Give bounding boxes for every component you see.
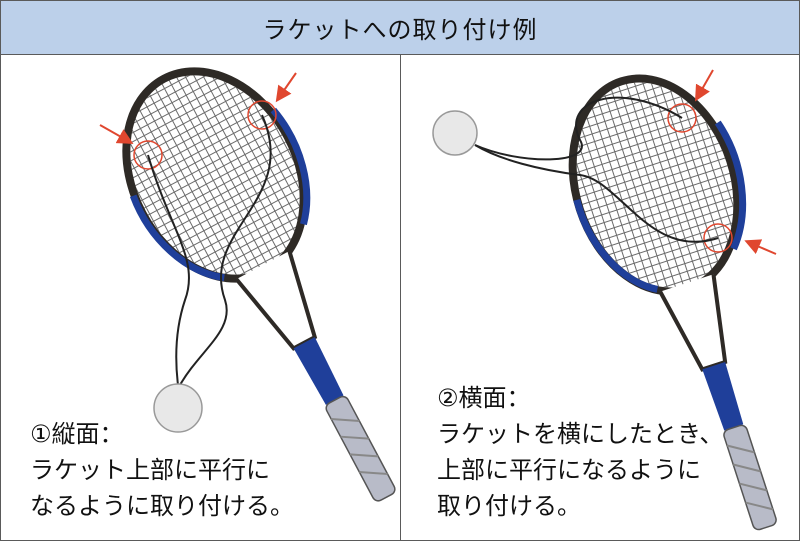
right-string-bed bbox=[576, 82, 734, 288]
title-bar: ラケットへの取り付け例 bbox=[1, 1, 799, 55]
right-attach-circle-2 bbox=[703, 223, 733, 253]
right-arrow-2 bbox=[744, 239, 777, 255]
left-attach-circle-2 bbox=[247, 100, 277, 130]
panel-divider bbox=[400, 55, 401, 540]
left-caption-line: ラケット上部に平行に bbox=[30, 456, 270, 484]
illustration bbox=[99, 67, 777, 531]
right-frame-blue bbox=[573, 199, 659, 293]
right-caption-line: 取り付ける。 bbox=[437, 492, 581, 520]
right-attach-circle-1 bbox=[667, 103, 697, 133]
left-shaft bbox=[293, 337, 344, 405]
left-ball bbox=[153, 383, 203, 433]
page-title: ラケットへの取り付け例 bbox=[262, 16, 538, 44]
right-grip bbox=[723, 424, 777, 531]
left-cord-2 bbox=[179, 114, 272, 386]
left-caption: ①縦面： ラケット上部に平行に なるように取り付ける。 bbox=[30, 416, 294, 524]
left-string-bed bbox=[130, 75, 300, 275]
right-racket bbox=[432, 69, 777, 531]
left-arrow-2 bbox=[275, 72, 297, 103]
right-cord-2 bbox=[474, 144, 719, 243]
right-caption-heading: ②横面： bbox=[437, 384, 531, 412]
left-throat bbox=[234, 250, 318, 351]
left-frame-blue bbox=[129, 194, 225, 282]
right-ball bbox=[432, 110, 478, 156]
right-shaft bbox=[702, 361, 744, 431]
right-arrow-1 bbox=[695, 69, 714, 102]
left-grip bbox=[325, 395, 396, 502]
left-cord-1 bbox=[147, 154, 190, 386]
right-caption: ②横面： ラケットを横にしたとき、 上部に平行になるように 取り付ける。 bbox=[437, 380, 723, 524]
left-caption-line: なるように取り付ける。 bbox=[30, 492, 294, 520]
right-caption-line: ラケットを横にしたとき、 bbox=[437, 420, 724, 448]
right-caption-line: 上部に平行になるように bbox=[437, 456, 701, 484]
left-arrow-1 bbox=[99, 124, 134, 144]
right-cord-1 bbox=[474, 96, 683, 161]
right-throat bbox=[658, 274, 728, 372]
left-racket bbox=[99, 67, 396, 502]
left-attach-circle-1 bbox=[133, 140, 163, 170]
left-caption-heading: ①縦面： bbox=[30, 420, 124, 448]
